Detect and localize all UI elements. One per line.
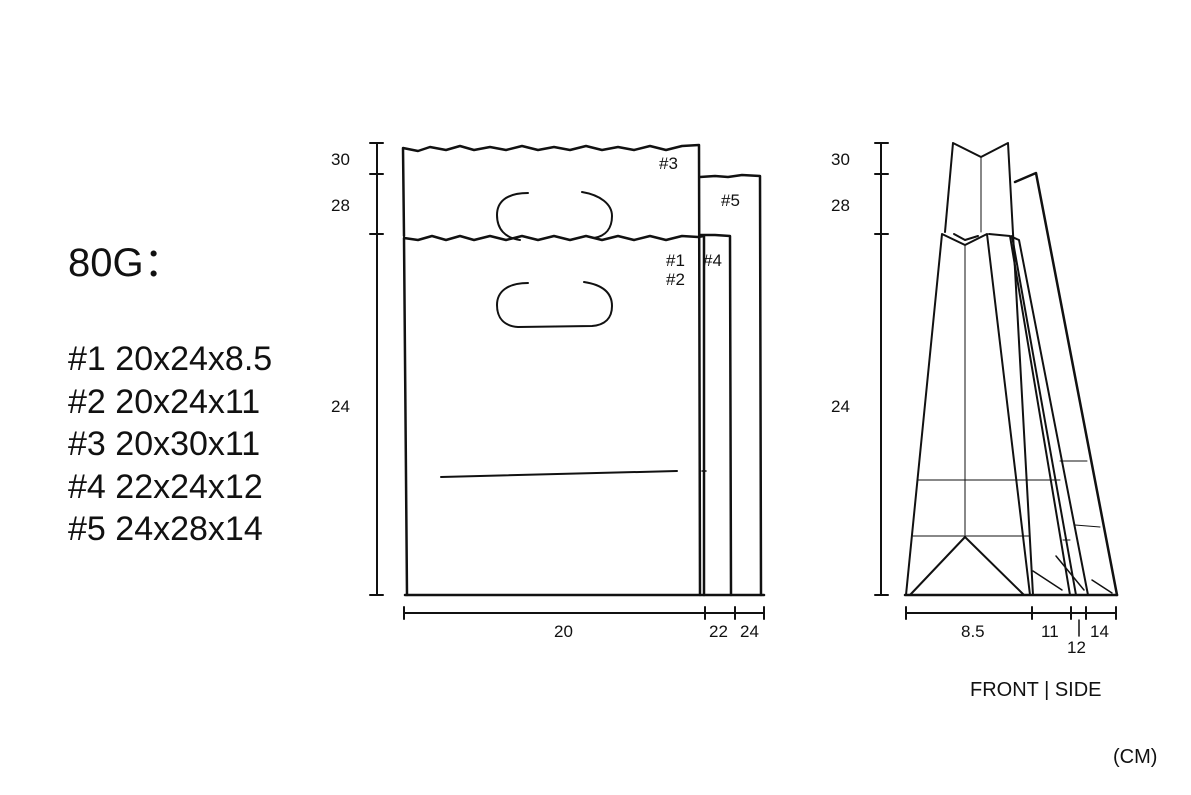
front-labels: 30 28 24 20 22 24 #3 #5 #1 #2 #4	[331, 150, 759, 641]
side-depth-label: 14	[1090, 622, 1109, 641]
side-height-axis	[874, 142, 889, 596]
size-list: #1 20x24x8.5 #2 20x24x11 #3 20x30x11 #4 …	[68, 338, 272, 551]
front-height-label: 30	[331, 150, 350, 169]
side-gusset-mid	[988, 233, 1089, 596]
side-view	[874, 142, 1119, 637]
bag-label-3: #3	[659, 154, 678, 173]
bag-1-outline	[402, 234, 706, 597]
side-labels: 30 28 24 8.5 11 12 14	[831, 150, 1109, 657]
bag-3-handle	[496, 191, 613, 241]
side-depth-label: 8.5	[961, 622, 985, 641]
size-item: #5 24x28x14	[68, 510, 263, 548]
bag-label-5: #5	[721, 191, 740, 210]
front-height-axis	[369, 142, 384, 596]
side-height-label: 30	[831, 150, 850, 169]
side-height-label: 24	[831, 397, 850, 416]
view-caption: FRONT | SIDE	[970, 679, 1102, 701]
front-view	[369, 142, 766, 620]
size-item: #4 22x24x12	[68, 467, 263, 506]
front-height-label: 28	[331, 196, 350, 215]
front-width-axis	[403, 606, 765, 620]
front-width-label: 24	[740, 622, 759, 641]
side-depth-label: 12	[1067, 638, 1086, 657]
size-item: #3 20x30x11	[68, 425, 261, 463]
side-gusset-30	[944, 142, 1034, 596]
side-gusset-28	[1013, 171, 1119, 597]
bag-3-outline	[401, 143, 702, 597]
unit-label: (CM)	[1113, 746, 1158, 768]
bag-label-2: #2	[666, 270, 685, 289]
bag-fold-line	[440, 470, 678, 478]
size-item: #2 20x24x11	[68, 382, 261, 421]
front-width-label: 22	[709, 622, 728, 641]
side-depth-label: 11	[1041, 622, 1059, 641]
front-width-label: 20	[554, 622, 573, 641]
size-item: #1 20x24x8.5	[68, 340, 273, 378]
front-height-label: 24	[331, 397, 350, 416]
bag-1-handle	[496, 281, 613, 328]
bag-5-outline	[698, 173, 763, 597]
bag-label-1: #1	[666, 251, 685, 270]
side-depth-axis	[905, 606, 1117, 637]
weight-heading: 80G：	[68, 241, 184, 285]
side-height-label: 28	[831, 196, 850, 215]
bag-label-4: #4	[703, 251, 722, 270]
bag-4-outline	[698, 233, 733, 597]
